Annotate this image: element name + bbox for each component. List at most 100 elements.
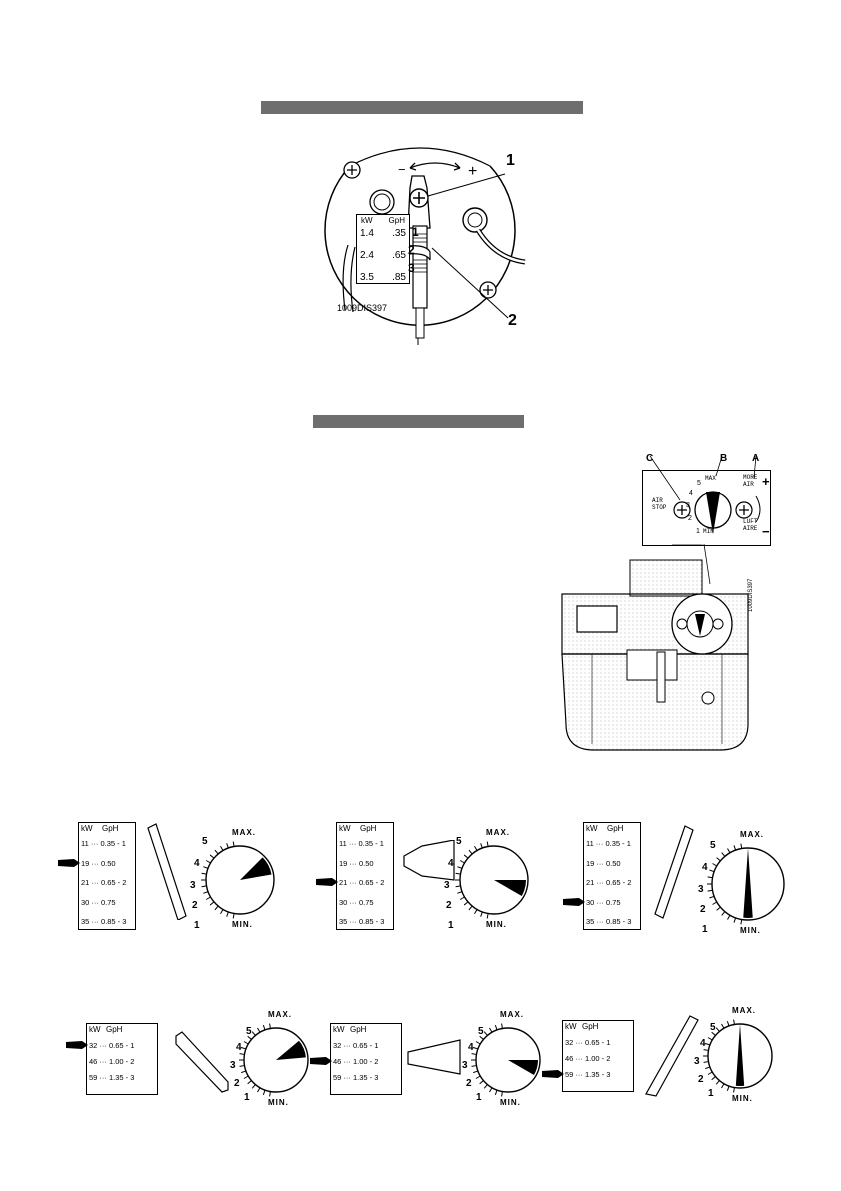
damper-dial xyxy=(471,1023,541,1097)
table-header-gph: GpH xyxy=(582,1022,599,1031)
table-row: 21 ··· 0.65 - 2 xyxy=(81,878,127,887)
side-code: 1009DIS397 xyxy=(748,578,754,612)
dial-number: 5 xyxy=(697,480,701,487)
dial-max-label: MAX. xyxy=(740,830,764,839)
nozzle-adjustment-figure: − + xyxy=(324,147,526,345)
linkage-drawing xyxy=(175,1031,229,1093)
less-air-label: LUFT AIRE xyxy=(743,518,757,532)
dial-number: 3 xyxy=(190,880,196,891)
dial-number: 3 xyxy=(686,502,690,509)
table-row: 11 ··· 0.35 - 1 xyxy=(81,839,126,848)
table-cell: 3.5 xyxy=(360,272,374,283)
screw-top-left-icon xyxy=(343,161,361,179)
dial-number: 1 xyxy=(476,1092,482,1103)
screw-bottom-right-icon xyxy=(479,281,497,299)
table-row: 30 ··· 0.75 xyxy=(586,897,621,907)
dial-number: 5 xyxy=(710,840,716,851)
table-row: 35 ··· 0.85 - 3 xyxy=(586,917,632,926)
table-row: 46 ··· 1.00 - 2 xyxy=(565,1054,611,1063)
table-header-kw: kW xyxy=(586,824,598,833)
table-row: 19 ··· 0.50 xyxy=(81,858,116,868)
dial-max-label: MAX. xyxy=(268,1010,292,1019)
air-stop-screw-icon xyxy=(673,501,691,519)
table-row: 59 ··· 1.35 - 3 xyxy=(565,1070,611,1079)
table-cell: 1.4 xyxy=(360,228,374,239)
label-c: C xyxy=(646,453,654,464)
linkage-drawing xyxy=(407,1039,461,1075)
table-header-kw: kW xyxy=(339,824,351,833)
dial-pointer xyxy=(743,848,753,918)
linkage-drawing xyxy=(654,825,694,919)
less-air-text: AIRE xyxy=(743,525,758,532)
air-damper-detail-drawing xyxy=(649,456,761,534)
dial-max-label: MAX. xyxy=(232,828,256,837)
selection-arrow-icon xyxy=(542,1070,564,1078)
table-row: 35 ··· 0.85 - 3 xyxy=(339,917,385,926)
table-header-gph: GpH xyxy=(360,824,377,833)
dial-min-label: MIN. xyxy=(232,920,253,929)
damper-dial xyxy=(707,843,785,925)
figure-code: 1009DIS397 xyxy=(337,303,388,313)
row1-table-2 xyxy=(336,822,394,930)
dial-number: 4 xyxy=(689,490,693,497)
table-row: 30 ··· 0.75 xyxy=(339,897,374,907)
table-header-kw: kW xyxy=(565,1022,577,1031)
damper-dial xyxy=(703,1019,773,1093)
plus-sign: + xyxy=(468,163,477,180)
dial-number: 2 xyxy=(688,515,692,522)
callout-1: 1 xyxy=(506,152,515,169)
dial-number: 3 xyxy=(694,1056,700,1067)
table-header-gph: GpH xyxy=(102,824,119,833)
dial-number: 5 xyxy=(202,836,208,847)
dial-max-label: MAX. xyxy=(500,1010,524,1019)
row2-table-2 xyxy=(330,1023,402,1095)
dial-number: 4 xyxy=(700,1038,706,1049)
dial-number: 1 xyxy=(244,1092,250,1103)
section-heading-bar-1 xyxy=(261,101,583,114)
table-row: 32 ··· 0.65 - 1 xyxy=(89,1041,135,1050)
table-row: 35 ··· 0.85 - 3 xyxy=(81,917,127,926)
dial-max: MAX xyxy=(705,475,716,482)
dial-number: 4 xyxy=(468,1042,474,1053)
dial-number: 5 xyxy=(710,1022,716,1033)
table-row: 19 ··· 0.50 xyxy=(586,858,621,868)
damper-dial xyxy=(239,1023,309,1097)
dial-number: 1 xyxy=(696,528,700,535)
dial-max-label: MAX. xyxy=(732,1006,756,1015)
dial-min-label: MIN. xyxy=(500,1098,521,1107)
table-row: 21 ··· 0.65 - 2 xyxy=(586,878,632,887)
dial-number: 4 xyxy=(236,1042,242,1053)
minus-sign: − xyxy=(398,162,406,177)
more-air-text: MORE xyxy=(743,474,758,481)
dial-number: 2 xyxy=(192,900,198,911)
dial-number: 1 xyxy=(702,924,708,935)
dial-number: 2 xyxy=(700,904,706,915)
table-cell: .85 xyxy=(392,272,406,283)
table-row: 11 ··· 0.35 - 1 xyxy=(339,839,384,848)
selection-arrow-icon xyxy=(66,1041,88,1049)
dial-number: 1 xyxy=(708,1088,714,1099)
minus-sign: − xyxy=(762,524,770,539)
table-header-gph: GpH xyxy=(350,1025,367,1034)
table-header-kw: kW xyxy=(81,824,93,833)
table-cell: .65 xyxy=(392,250,406,261)
linkage-drawing xyxy=(645,1015,699,1097)
dial-min-label: MIN. xyxy=(268,1098,289,1107)
air-stop-label: AIR STOP xyxy=(652,497,666,511)
table-row: 46 ··· 1.00 - 2 xyxy=(333,1057,379,1066)
air-stop-text: AIR xyxy=(652,497,663,504)
dial-number: 2 xyxy=(446,900,452,911)
more-air-screw-icon xyxy=(735,501,753,519)
row1-table-3 xyxy=(583,822,641,930)
callout-2: 2 xyxy=(508,312,517,329)
dial-pointer xyxy=(276,1040,306,1060)
air-stop-text: STOP xyxy=(652,504,667,511)
table-header-gph: GpH xyxy=(607,824,624,833)
dial-pointer xyxy=(494,880,526,896)
table-header-kw: kW xyxy=(361,216,373,225)
table-cell: .35 xyxy=(392,228,406,239)
table-header-gph: GpH xyxy=(388,216,405,225)
dial-max-label: MAX. xyxy=(486,828,510,837)
row2-table-3 xyxy=(562,1020,634,1092)
dial-min-label: MIN. xyxy=(486,920,507,929)
